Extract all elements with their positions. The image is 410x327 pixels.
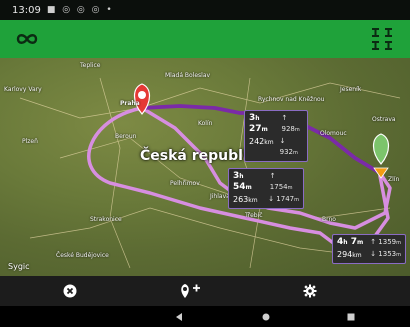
route-time: 3h 54m [233,171,252,192]
town-label: Plzeň [22,138,38,145]
add-waypoint-icon [181,284,200,298]
map-overlay [19,77,401,269]
route-planner-icon [372,28,392,50]
close-icon [63,284,77,298]
town-label: Mladá Boleslav [165,72,211,79]
back-icon [176,313,182,321]
town-label: Jeseník [340,86,362,93]
route-card-3[interactable]: 4h 7m ↑ 1359m 294km ↓ 1353m [332,234,406,264]
town-label: Ostrava [372,116,396,123]
route-descent: ↓ 932m [279,137,298,156]
recents-icon [347,313,355,321]
town-label: Jihlava [210,193,230,200]
map-view[interactable]: Teplice Mladá Boleslav Karlovy Vary Prah… [0,58,410,276]
home-icon [262,313,270,321]
add-waypoint-button[interactable] [178,280,202,302]
status-time: 13:09 [12,4,41,16]
country-label: Česká republika [140,148,267,164]
system-nav-bar [0,306,410,327]
town-label: Zlín [388,176,400,183]
status-bar: 13:09 ■ ◎ ◎ ◎ • [0,0,410,20]
route-distance: 242km [249,137,274,146]
town-label: Teplice [80,62,101,69]
route-card-2[interactable]: 3h 54m ↑ 1754m 263km ↓ 1747m [228,168,304,209]
town-label: Olomouc [320,130,347,137]
start-pin-icon[interactable] [133,83,151,115]
town-label: Karlovy Vary [4,86,42,93]
route-distance: 294km [337,250,362,259]
route-ascent: ↑ 1359m [370,238,401,246]
settings-button[interactable] [298,280,322,302]
route-ascent: ↑ 1754m [269,172,293,191]
map-attribution: Sygic [8,262,30,271]
end-pin-icon[interactable] [372,133,390,179]
route-ascent: ↑ 928m [281,114,300,133]
close-button[interactable] [58,280,82,302]
town-label: Strakonice [90,216,122,223]
home-button[interactable] [259,310,273,324]
route-descent: ↓ 1353m [370,250,401,258]
back-button[interactable] [172,310,186,324]
town-label: Brno [322,216,336,223]
route-descent: ↓ 1747m [268,195,299,203]
menu-button[interactable] [12,26,42,52]
town-label: České Budějovice [56,252,109,259]
route-time: 3h 27m [249,113,268,134]
town-label: Pelhřimov [170,180,200,187]
town-label: Třebíč [245,212,263,219]
status-indicators: ■ ◎ ◎ ◎ • [46,5,114,15]
sygic-logo-icon [16,34,38,44]
route-card-1[interactable]: 3h 27m ↑ 928m 242km ↓ 932m [244,110,308,162]
bottom-action-bar [0,276,410,306]
town-label: Beroun [115,133,137,140]
route-distance: 263km [233,195,258,204]
app-bar [0,20,410,58]
town-label: Kolín [198,120,213,127]
route-planner-button[interactable] [366,24,398,54]
town-label: Praha [120,100,140,107]
settings-icon [303,284,317,298]
route-time: 4h 7m [337,237,364,247]
town-label: Rychnov nad Kněžnou [258,96,325,103]
recents-button[interactable] [344,310,358,324]
